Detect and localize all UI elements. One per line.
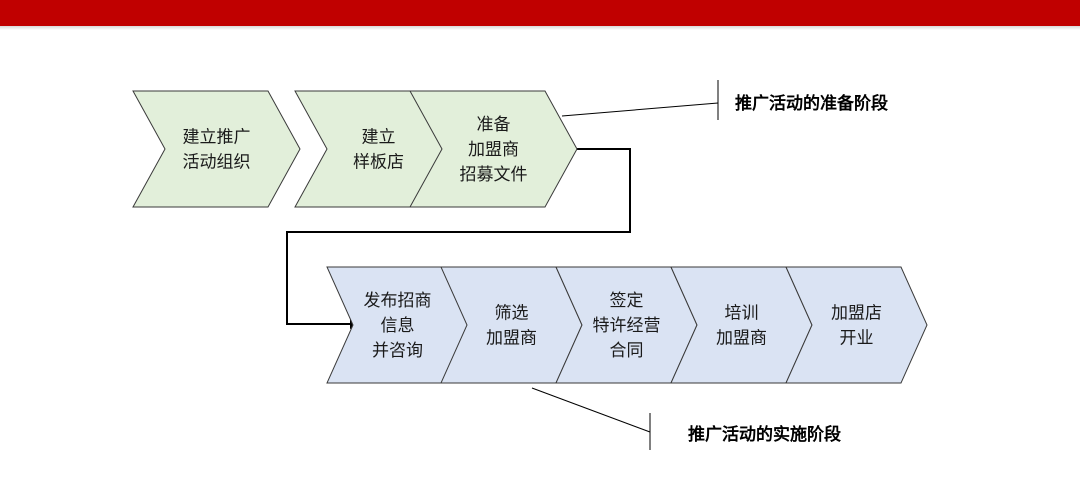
chevron-step-text: 信息 — [381, 316, 415, 336]
chevron-step-text: 并咨询 — [372, 341, 423, 361]
chevron-step-text: 加盟店 — [831, 304, 882, 324]
chevron-step-shape — [132, 90, 301, 208]
chevron-step-text: 建立 — [362, 128, 396, 148]
chevron-step-text: 建立推广 — [183, 128, 251, 148]
chevron-step-text: 招募文件 — [460, 165, 528, 185]
chevron-step-text: 加盟商 — [716, 329, 767, 349]
chevron-step-text: 准备 — [477, 115, 511, 135]
impl-label-leader — [531, 387, 651, 433]
prep-phase-label: 推广活动的准备阶段 — [735, 93, 888, 114]
chevron-step-shape — [785, 266, 928, 384]
chevron-step-text: 合同 — [610, 341, 644, 361]
chevron-step-text: 特许经营 — [593, 316, 661, 336]
header-bar — [0, 0, 1080, 26]
chevron-step-text: 样板店 — [353, 153, 404, 173]
chevron-step-text: 加盟商 — [468, 140, 519, 160]
impl-phase-label: 推广活动的实施阶段 — [688, 424, 841, 445]
chevron-steps: 建立推广活动组织建立样板店准备加盟商招募文件发布招商信息并咨询筛选加盟商签定特许… — [132, 90, 928, 384]
chevron-step-shape — [409, 90, 578, 208]
chevron-step-text: 加盟商 — [486, 329, 537, 349]
chevron-step-text: 开业 — [840, 329, 874, 349]
chevron-step-text: 发布招商 — [364, 291, 432, 311]
prep-label-leader — [561, 102, 719, 117]
header-bar-shadow — [0, 26, 1080, 30]
flow-connector-arrow — [286, 148, 631, 329]
chevron-step-text: 筛选 — [495, 304, 529, 324]
chevron-step-text: 活动组织 — [183, 153, 251, 173]
chevron-step-text: 签定 — [610, 291, 644, 311]
chevron-step-text: 培训 — [725, 304, 759, 324]
